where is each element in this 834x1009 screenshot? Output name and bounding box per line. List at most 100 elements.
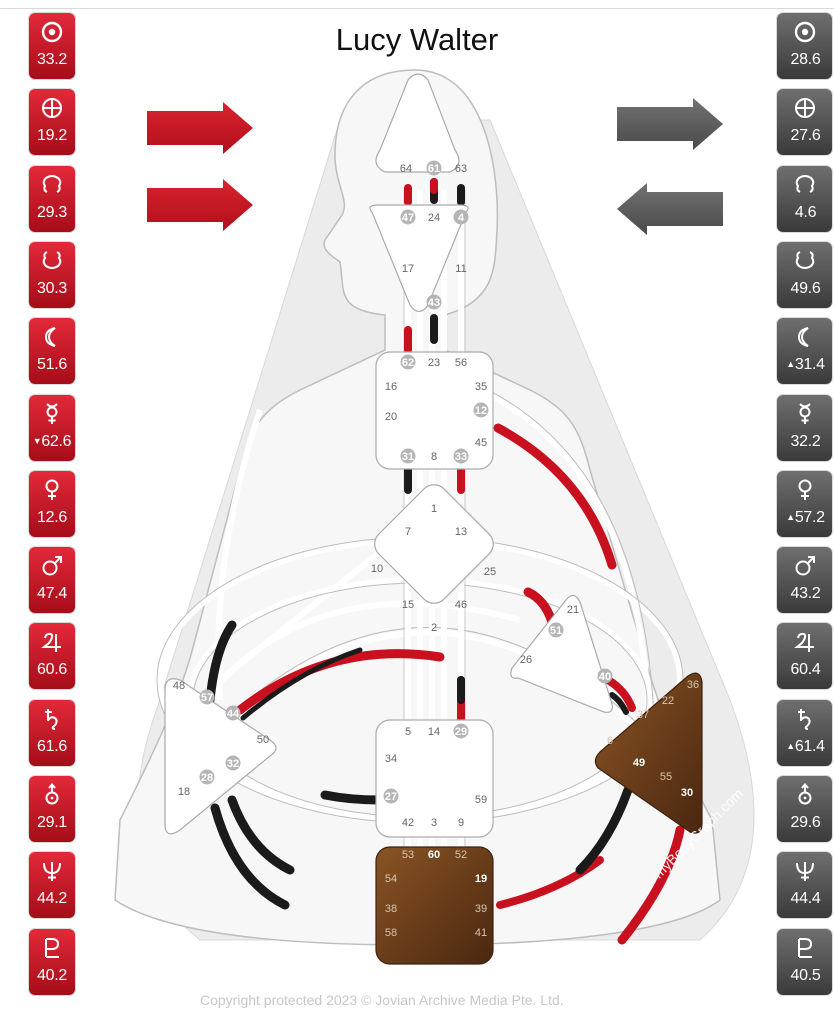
gate-activation-dot xyxy=(597,668,613,684)
planet-value-text: 62.6 xyxy=(41,432,72,450)
design-planet-pluto[interactable]: 40.5 xyxy=(777,928,832,995)
design-planet-mercury[interactable]: 32.2 xyxy=(777,394,832,461)
sacral-center xyxy=(375,719,494,838)
earth-icon xyxy=(777,89,832,127)
design-arrow-bottom xyxy=(617,183,723,235)
planet-gate-value: 44.2 xyxy=(37,890,67,908)
design-planet-uranus[interactable]: 29.6 xyxy=(777,776,832,842)
design-planet-moon[interactable]: ▲31.4 xyxy=(777,318,832,385)
personality-arrow-top xyxy=(147,102,253,154)
gate-56: 56 xyxy=(455,357,467,369)
planet-value-text: 27.6 xyxy=(790,127,821,145)
personality-planet-mars[interactable]: 47.4 xyxy=(29,547,75,614)
gate-7: 7 xyxy=(405,526,411,538)
gate-37: 37 xyxy=(637,709,649,721)
gate-47: 47 xyxy=(402,212,414,224)
gate-activation-dot xyxy=(400,354,416,370)
neptune-icon xyxy=(29,852,75,890)
saturn-icon xyxy=(29,700,75,738)
planet-gate-value: 29.1 xyxy=(37,814,67,832)
planet-gate-value: 61.6 xyxy=(37,738,67,756)
down-arrow-icon: ▼ xyxy=(32,435,42,446)
top-divider xyxy=(0,8,834,9)
planet-gate-value: 29.3 xyxy=(37,204,67,222)
gate-48: 48 xyxy=(173,680,185,692)
personality-planet-earth[interactable]: 19.2 xyxy=(29,89,75,156)
personality-planet-saturn[interactable]: 61.6 xyxy=(29,699,75,766)
planet-value-text: 44.2 xyxy=(37,890,67,908)
gate-4: 4 xyxy=(458,212,465,224)
personality-planet-venus[interactable]: 12.6 xyxy=(29,470,75,537)
design-planet-earth[interactable]: 27.6 xyxy=(777,89,832,156)
g-center xyxy=(374,484,494,604)
planet-gate-value: 29.6 xyxy=(789,814,821,832)
planet-gate-value: 44.4 xyxy=(789,890,821,908)
planet-value-text: 40.2 xyxy=(37,966,67,984)
gate-24: 24 xyxy=(428,212,440,224)
planet-value-text: 29.3 xyxy=(37,203,67,221)
gate-activation-dot xyxy=(453,209,469,225)
planet-value-text: 28.6 xyxy=(790,51,821,68)
personality-planet-moon[interactable]: 51.6 xyxy=(29,318,75,385)
gate-activation-dot xyxy=(473,402,489,418)
personality-planet-sun[interactable]: 33.2 xyxy=(29,13,75,79)
gate-30: 30 xyxy=(681,787,693,799)
planet-value-text: 4.6 xyxy=(794,203,817,221)
planet-gate-value: ▼62.6 xyxy=(33,433,72,451)
gate-46: 46 xyxy=(455,599,467,611)
up-arrow-icon: ▲ xyxy=(786,359,795,370)
design-planet-south-node[interactable]: 49.6 xyxy=(777,241,832,308)
planet-gate-value: 12.6 xyxy=(37,509,67,527)
planet-gate-value: 33.2 xyxy=(37,51,67,69)
planet-gate-value: 28.6 xyxy=(789,51,821,69)
gate-29: 29 xyxy=(455,726,467,738)
gate-55: 55 xyxy=(660,771,672,783)
design-planet-venus[interactable]: ▲57.2 xyxy=(777,470,832,537)
planet-gate-value: 40.5 xyxy=(789,967,821,985)
planet-gate-value: 47.4 xyxy=(37,585,67,603)
design-planet-sun[interactable]: 28.6 xyxy=(777,13,832,79)
personality-planet-neptune[interactable]: 44.2 xyxy=(29,852,75,919)
uranus-icon xyxy=(29,776,75,814)
moon-icon xyxy=(777,318,832,356)
design-planet-neptune[interactable]: 44.4 xyxy=(777,852,832,919)
gate-activation-dot xyxy=(225,705,241,721)
planet-gate-value: 19.2 xyxy=(37,127,67,145)
gate-43: 43 xyxy=(428,297,440,309)
planet-value-text: 29.1 xyxy=(37,814,67,831)
personality-planet-mercury[interactable]: ▼62.6 xyxy=(29,394,75,461)
personality-planet-uranus[interactable]: 29.1 xyxy=(29,776,75,842)
gate-52: 52 xyxy=(455,849,467,861)
personality-planet-jupiter[interactable]: 60.6 xyxy=(29,623,75,690)
gate-21: 21 xyxy=(567,604,579,616)
south-node-icon xyxy=(29,242,75,280)
north-node-icon xyxy=(29,166,75,204)
design-planet-saturn[interactable]: ▲61.4 xyxy=(777,699,832,766)
gate-59: 59 xyxy=(475,794,487,806)
gate-12: 12 xyxy=(475,405,487,417)
gate-58: 58 xyxy=(385,927,397,939)
gate-2: 2 xyxy=(431,622,437,634)
ego-center xyxy=(510,594,613,713)
personality-planet-pluto[interactable]: 40.2 xyxy=(29,928,75,995)
venus-icon xyxy=(29,471,75,509)
gate-5: 5 xyxy=(405,726,411,738)
planet-value-text: 40.5 xyxy=(790,966,821,984)
design-planet-north-node[interactable]: 4.6 xyxy=(777,165,832,232)
gate-28: 28 xyxy=(201,772,213,784)
planet-value-text: 51.6 xyxy=(37,356,67,374)
gate-61: 61 xyxy=(428,163,440,175)
design-planet-mars[interactable]: 43.2 xyxy=(777,547,832,614)
personality-planet-north-node[interactable]: 29.3 xyxy=(29,165,75,232)
gate-3: 3 xyxy=(431,817,437,829)
planet-gate-value: 60.4 xyxy=(789,661,821,679)
design-planet-jupiter[interactable]: 60.4 xyxy=(777,623,832,690)
gate-60: 60 xyxy=(428,849,440,861)
sun-icon xyxy=(29,13,75,51)
mars-icon xyxy=(777,547,832,585)
jupiter-icon xyxy=(29,623,75,661)
up-arrow-icon: ▲ xyxy=(786,740,795,751)
gate-53: 53 xyxy=(402,849,414,861)
personality-planet-south-node[interactable]: 30.3 xyxy=(29,241,75,308)
planet-gate-value: ▲57.2 xyxy=(784,509,825,527)
